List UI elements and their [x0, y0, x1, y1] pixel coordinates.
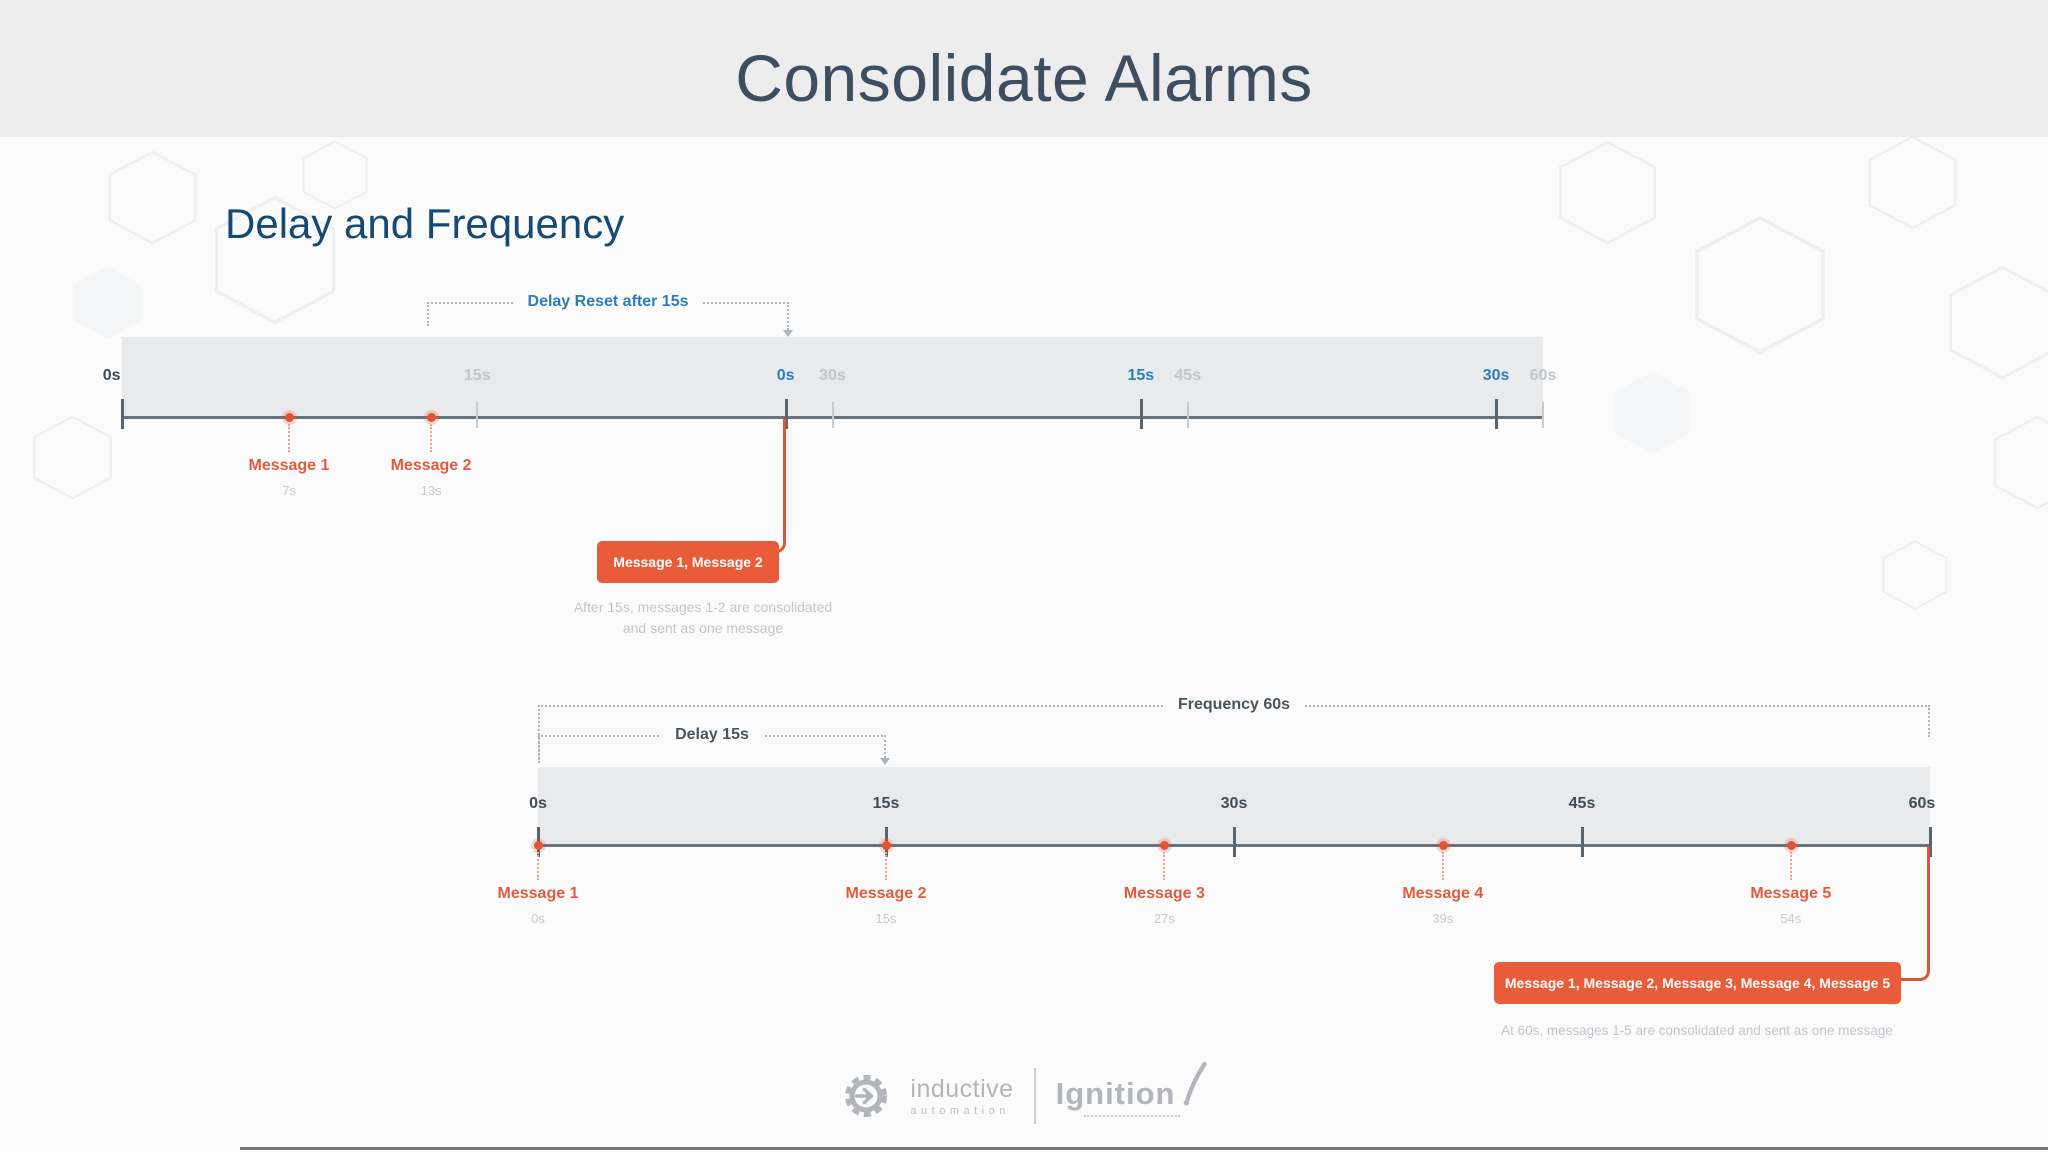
inductive-automation-gear-icon — [845, 1075, 888, 1117]
event-dot-icon — [1438, 841, 1448, 850]
hexagon-icon — [1614, 371, 1691, 454]
caption-line: and sent as one message — [622, 620, 784, 636]
delay-reset-bracket-label: Delay Reset after 15s — [513, 293, 703, 311]
frequency-bracket-label: Frequency 60s — [1163, 696, 1305, 714]
hexagon-icon — [33, 415, 112, 500]
delay-bracket: Delay 15s — [538, 726, 890, 765]
dotted-drop-line — [1789, 852, 1792, 880]
delay-reset-timeline: Delay Reset after 15s 0s 15s 0s 30s 15s … — [103, 293, 1556, 657]
dotted-drop-line — [1163, 852, 1166, 880]
hexagon-icon — [73, 266, 142, 339]
arrow-down-icon — [880, 758, 890, 765]
bottom-edge-line — [240, 1147, 2048, 1150]
event-dot-icon — [534, 841, 543, 850]
dotted-drop-line — [885, 852, 887, 880]
hexagon-icon — [1695, 215, 1825, 355]
logo-divider — [1033, 1068, 1036, 1124]
frequency-timeline: Frequency 60s Delay 15s 0s 15s 30s 45s 6… — [498, 696, 1935, 1152]
hexagon-icon — [1558, 140, 1657, 245]
header-band: Consolidate Alarms — [0, 0, 2048, 137]
delay-bracket-label: Delay 15s — [661, 726, 763, 744]
consolidated-message-box: Message 1, Message 2, Message 3, Message… — [1494, 962, 1901, 1004]
consolidation-caption: At 60s, messages 1-5 are consolidated an… — [1501, 1023, 1893, 1038]
arrow-down-icon — [783, 330, 793, 337]
dotted-drop-line — [430, 424, 433, 452]
section-subtitle: Delay and Frequency — [225, 200, 625, 247]
inductive-automation-wordmark: inductive automation — [910, 1075, 1014, 1117]
dotted-drop-line — [1441, 852, 1444, 880]
hexagon-icon — [108, 150, 197, 245]
ignition-tagline-line — [1083, 1114, 1180, 1117]
callout-connector-line — [772, 419, 786, 553]
consolidated-message-box: Message 1, Message 2 — [597, 541, 779, 583]
delay-reset-bracket: Delay Reset after 15s — [427, 293, 793, 337]
frequency-bracket: Frequency 60s — [538, 696, 1930, 763]
consolidation-caption: After 15s, messages 1-2 are consolidated… — [528, 597, 878, 639]
hexagon-icon — [1949, 265, 2048, 380]
brand-footer: inductive automation Ignition — [0, 1061, 2048, 1124]
dotted-drop-line — [537, 852, 539, 880]
caption-line: After 15s, messages 1-2 are consolidated — [573, 599, 833, 615]
dotted-drop-line — [287, 424, 290, 452]
event-dot-icon — [284, 413, 294, 422]
ignition-swoosh-icon — [1183, 1061, 1207, 1106]
hexagon-icon — [1993, 415, 2048, 510]
event-dot-icon — [882, 841, 891, 850]
event-dot-icon — [427, 413, 437, 422]
hexagon-icon — [1868, 135, 1957, 230]
event-dot-icon — [1786, 841, 1796, 850]
callout-connector-line — [1901, 847, 1930, 981]
page-title: Consolidate Alarms — [735, 41, 1313, 115]
event-dot-icon — [1160, 841, 1170, 850]
ignition-wordmark: Ignition — [1056, 1061, 1207, 1117]
hexagon-icon — [1882, 540, 1948, 610]
